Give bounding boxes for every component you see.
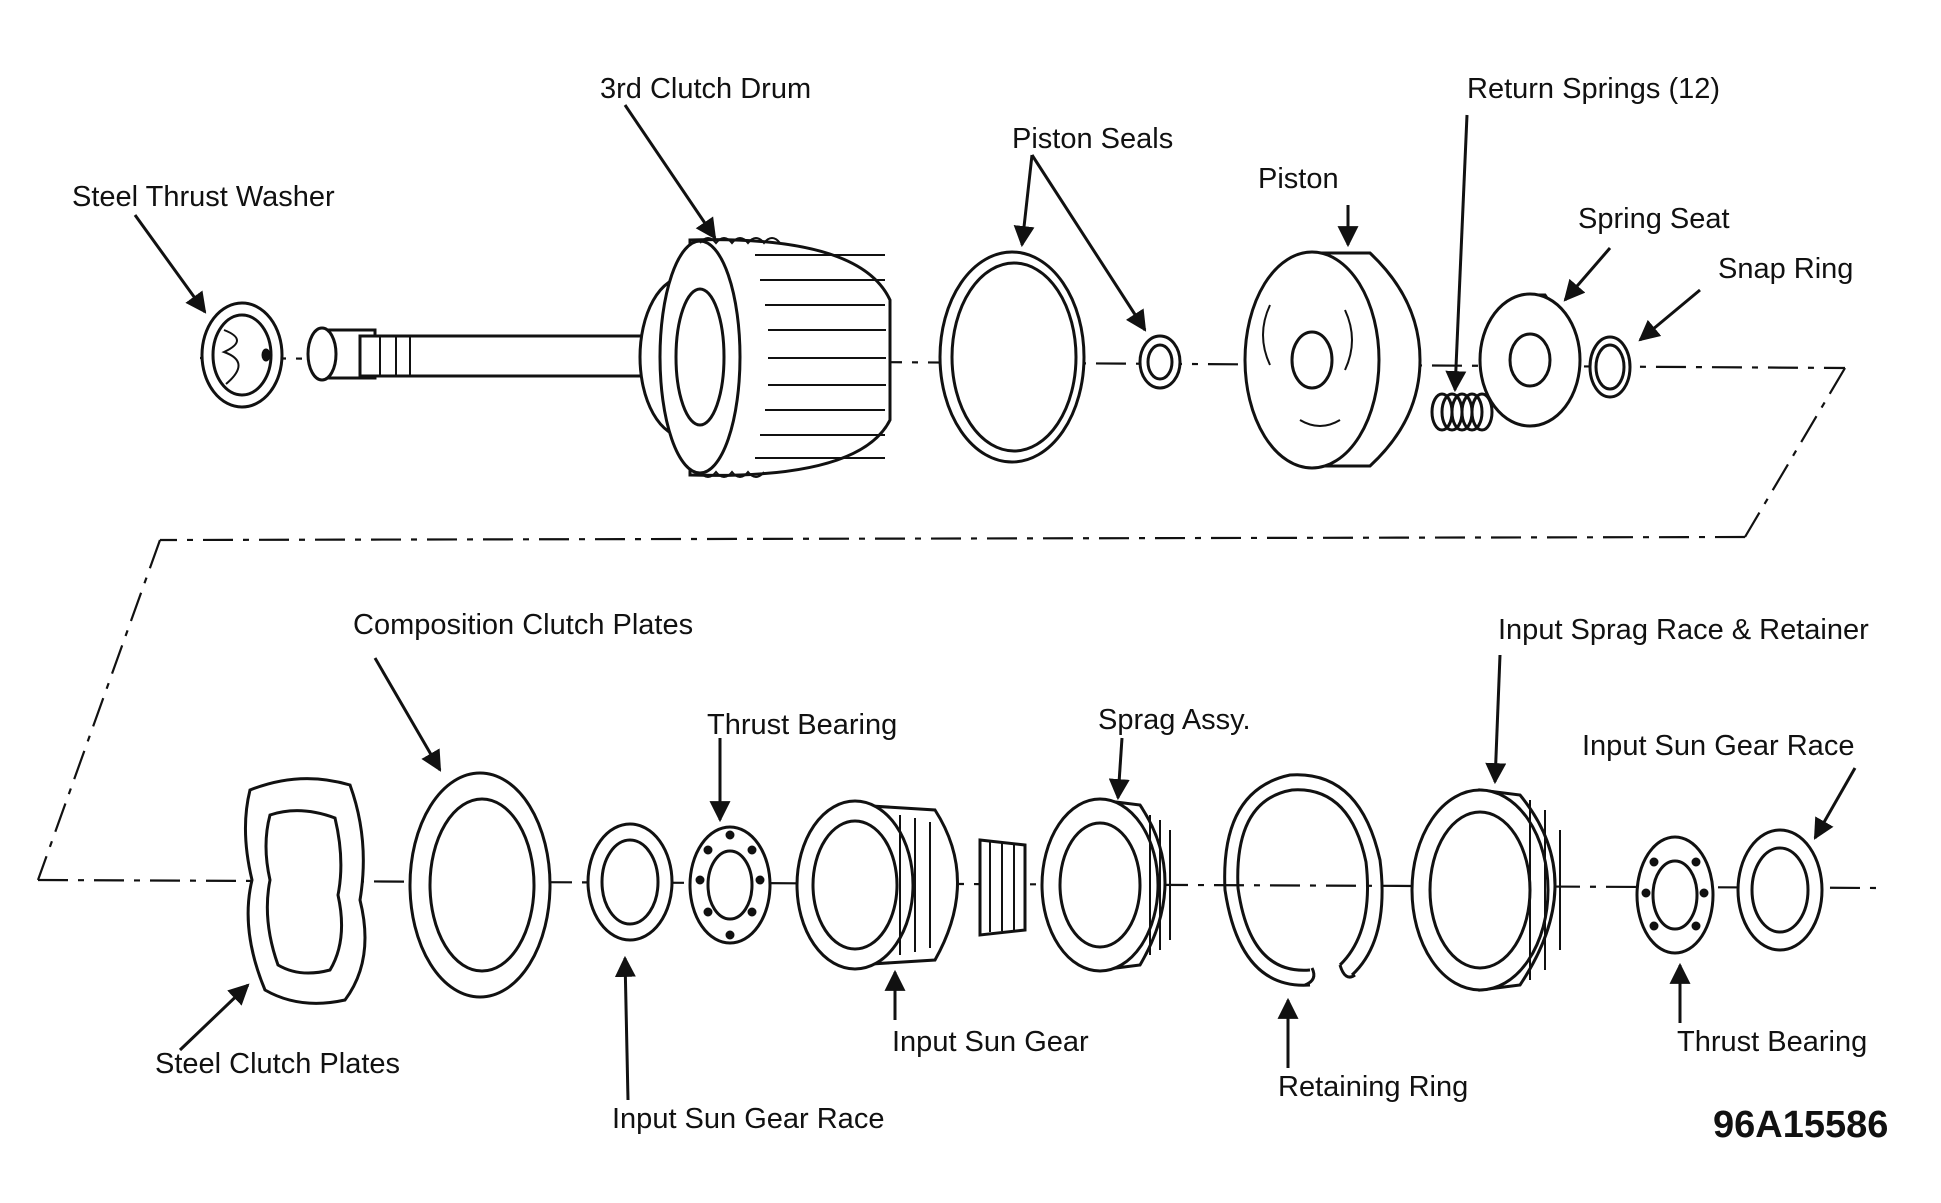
label-thrust-bearing-bottom: Thrust Bearing	[1677, 1026, 1868, 1058]
label-retaining-ring: Retaining Ring	[1278, 1071, 1469, 1103]
label-steel-thrust-washer: Steel Thrust Washer	[72, 181, 335, 213]
retaining-ring-part	[1223, 773, 1384, 987]
label-input-sun-gear-race-left: Input Sun Gear Race	[612, 1103, 885, 1135]
third-clutch-drum-part	[306, 237, 892, 478]
thrust-bearing-bottom-part	[1635, 835, 1715, 955]
leader-arrows	[133, 104, 1857, 1101]
piston-part	[1243, 250, 1422, 470]
piston-seals-part	[938, 250, 1182, 464]
input-sun-gear-part	[795, 799, 1027, 971]
label-thrust-bearing-top: Thrust Bearing	[707, 709, 898, 741]
label-input-sun-gear-race-right: Input Sun Gear Race	[1582, 730, 1855, 762]
steel-clutch-plates-part	[244, 777, 367, 1005]
label-spring-seat: Spring Seat	[1578, 203, 1730, 235]
label-composition-clutch-plates: Composition Clutch Plates	[353, 609, 694, 641]
figure-code: 96A15586	[1713, 1104, 1889, 1146]
input-sun-gear-race-left-part	[586, 822, 674, 942]
return-springs-part	[1430, 392, 1494, 432]
label-piston-seals: Piston Seals	[1012, 123, 1174, 155]
label-input-sprag-race-retainer: Input Sprag Race & Retainer	[1498, 614, 1869, 646]
snap-ring-part	[1588, 335, 1632, 399]
label-third-clutch-drum: 3rd Clutch Drum	[600, 73, 812, 105]
thrust-bearing-top-part	[688, 825, 772, 945]
input-sprag-race-retainer-part	[1410, 788, 1561, 992]
steel-thrust-washer-part	[200, 301, 284, 409]
label-steel-clutch-plates: Steel Clutch Plates	[155, 1048, 401, 1080]
spring-seat-part	[1478, 292, 1582, 428]
label-sprag-assy: Sprag Assy.	[1098, 704, 1251, 736]
label-snap-ring: Snap Ring	[1718, 253, 1854, 285]
label-return-springs: Return Springs (12)	[1467, 73, 1721, 105]
sprag-assy-part	[1040, 797, 1171, 973]
label-piston: Piston	[1258, 163, 1339, 195]
input-sun-gear-race-right-part	[1736, 828, 1824, 952]
composition-clutch-plates-part	[408, 771, 552, 999]
label-input-sun-gear: Input Sun Gear	[892, 1026, 1089, 1058]
